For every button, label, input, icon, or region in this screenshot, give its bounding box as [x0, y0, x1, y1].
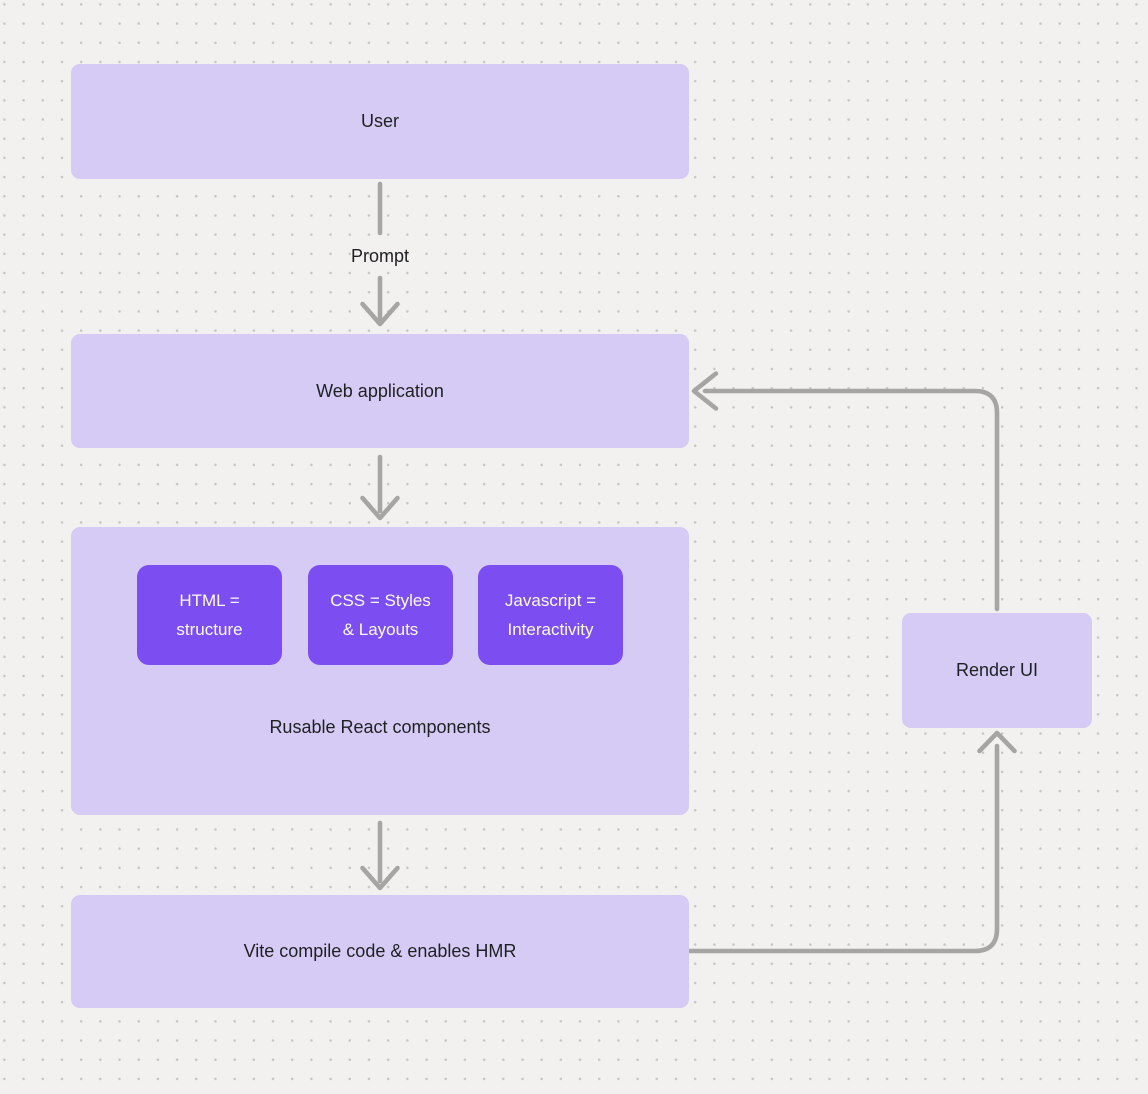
- node-js-line1: Javascript =: [504, 591, 597, 610]
- node-vite-label: Vite compile code & enables HMR: [243, 941, 517, 961]
- node-css-line1: CSS = Styles: [330, 591, 431, 610]
- edge-label-prompt: Prompt: [350, 246, 410, 266]
- node-html-structure[interactable]: HTML = structure: [137, 565, 282, 665]
- node-user[interactable]: User: [71, 64, 689, 179]
- arrow-prompt-to-webapp-icon: [360, 275, 400, 327]
- node-render-ui-label: Render UI: [955, 660, 1039, 680]
- node-user-label: User: [360, 111, 399, 131]
- node-html-line1: HTML =: [179, 591, 240, 610]
- node-javascript-interactivity[interactable]: Javascript = Interactivity: [478, 565, 623, 665]
- node-css-line2: & Layouts: [342, 620, 419, 639]
- arrow-components-to-vite-icon: [360, 820, 400, 891]
- node-web-application-label: Web application: [316, 380, 444, 401]
- node-components-group[interactable]: HTML = structure CSS = Styles & Layouts …: [71, 527, 689, 815]
- components-group-caption: Rusable React components: [269, 717, 491, 737]
- arrow-renderui-to-webapp-icon: [691, 371, 1000, 612]
- node-vite[interactable]: Vite compile code & enables HMR: [71, 895, 689, 1008]
- node-html-line2: structure: [176, 620, 243, 639]
- node-render-ui[interactable]: Render UI: [902, 613, 1092, 728]
- node-js-line2: Interactivity: [507, 620, 594, 639]
- node-web-application[interactable]: Web application: [71, 334, 689, 448]
- arrow-vite-to-renderui-icon: [687, 730, 1017, 954]
- arrow-webapp-to-components-icon: [360, 454, 400, 521]
- node-css-styles[interactable]: CSS = Styles & Layouts: [308, 565, 453, 665]
